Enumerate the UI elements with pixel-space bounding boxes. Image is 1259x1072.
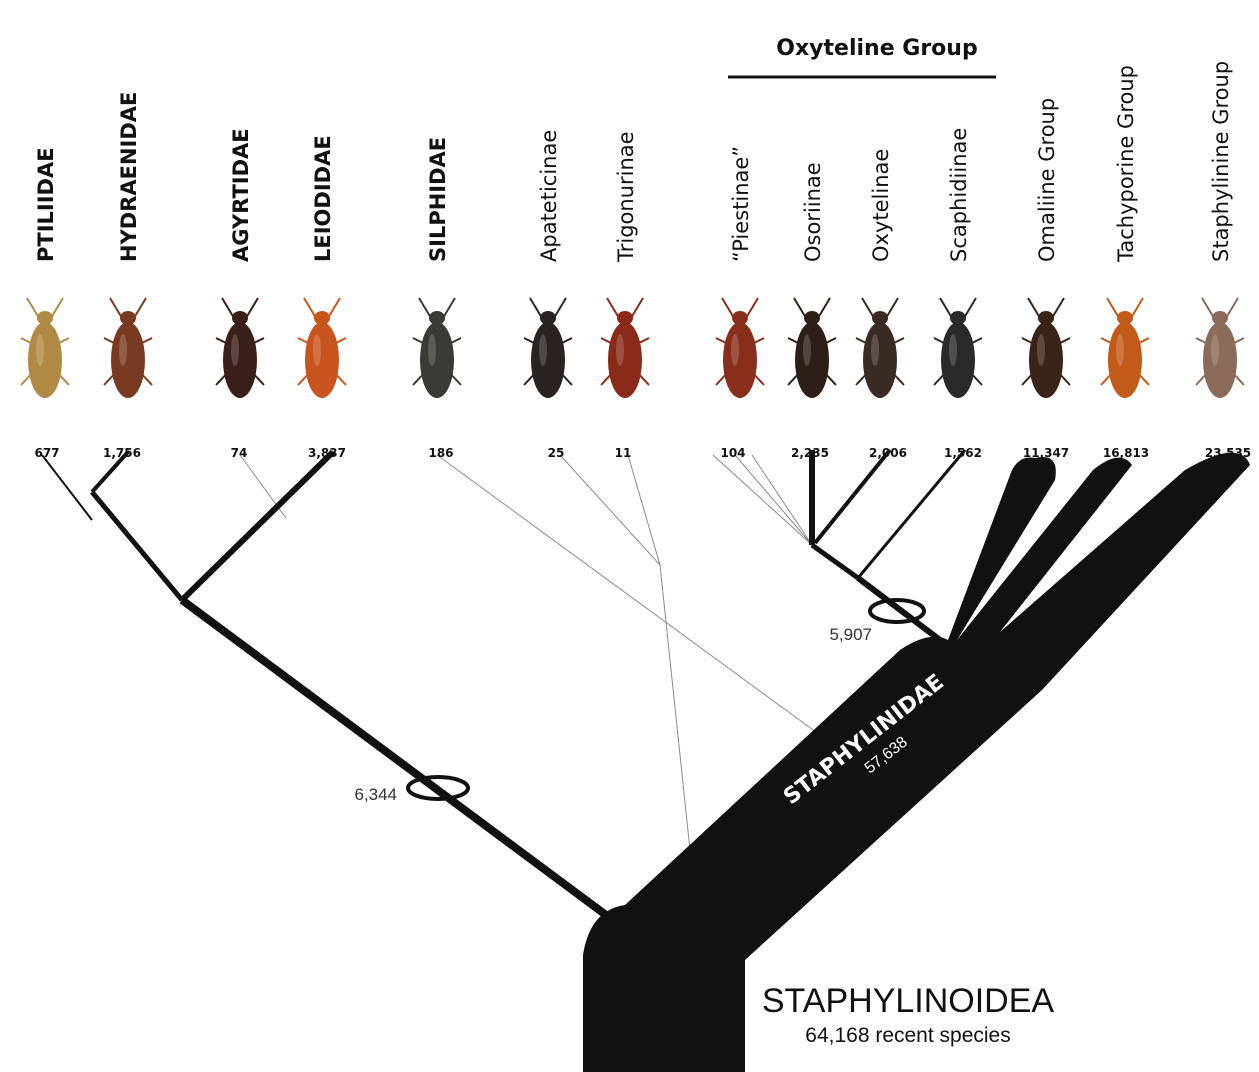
taxon-label: HYDRAENIDAE [117,92,141,262]
root-sublabel: 64,168 recent species [805,1024,1010,1047]
taxon-label: Trigonurinae [614,131,638,263]
beetle-specimen-image [856,298,904,398]
taxon-label: AGYRTIDAE [229,128,253,262]
beetle-specimen-image [1022,298,1070,398]
beetle-body [305,322,339,398]
branch-piestinae-3 [752,455,812,545]
thin-branches [240,455,820,850]
branch-apat-trig-stem [660,565,690,850]
beetle-body [28,322,62,398]
beetle-specimen-image [413,298,461,398]
beetle-body [795,322,829,398]
taxon-species-count: 1,562 [944,446,982,460]
branch-oxytelinae [815,450,890,543]
taxon-label: “Piestinae” [729,146,753,262]
branch-apateticinae [560,455,660,565]
beetle-body [1029,322,1063,398]
branch-leiodidae [182,452,333,600]
beetle-sheen [1116,334,1124,366]
beetle-specimen-image [524,298,572,398]
taxon-label: SILPHIDAE [426,137,450,262]
taxon-species-count: 16,813 [1103,446,1149,460]
beetle-specimen-image [298,298,346,398]
beetle-specimen-image [1101,298,1149,398]
taxon-label: PTILIIDAE [34,147,58,262]
taxon-label: Omaliine Group [1035,98,1059,262]
taxon-species-count: 11,347 [1023,446,1069,460]
taxon-label: Scaphidiinae [947,128,971,262]
beetle-body [941,322,975,398]
beetle-specimen-image [788,298,836,398]
taxon-species-count: 23,535 [1205,446,1251,460]
taxon-label: Apateticinae [537,130,561,262]
node-count-5907: 5,907 [829,625,872,644]
branch-silphidae [437,455,820,735]
beetle-specimen-image [1196,298,1244,398]
beetle-body [608,322,642,398]
beetle-sheen [119,334,127,366]
beetle-body [531,322,565,398]
taxon-label: Oxytelinae [869,149,893,262]
taxon-species-count: 186 [428,446,453,460]
beetle-sheen [231,334,239,366]
branch-piestinae-2 [735,455,812,545]
branch-ptil-hydr-stem [92,492,182,600]
beetle-sheen [539,334,547,366]
beetle-body [223,322,257,398]
beetle-specimen-image [601,298,649,398]
beetle-sheen [616,334,624,366]
taxon-species-count: 2,006 [869,446,907,460]
beetle-sheen [1211,334,1219,366]
beetle-body [723,322,757,398]
taxon-species-count: 11 [615,446,632,460]
taxon-species-count: 677 [34,446,59,460]
beetle-sheen [803,334,811,366]
beetle-body [420,322,454,398]
taxon-species-count: 2,235 [791,446,829,460]
oxyteline-group-label: Oxyteline Group [776,36,977,61]
beetle-body [1108,322,1142,398]
beetle-sheen [871,334,879,366]
branch-ptiliidae [42,455,92,520]
beetle-sheen [949,334,957,366]
taxon-label: Tachyporine Group [1114,65,1138,263]
root-label: STAPHYLINOIDEA [762,982,1055,1020]
beetle-sheen [36,334,44,366]
taxa-layer: PTILIIDAE 677 HYDRAENIDAE 1,756 AGYRTIDAE 74 L… [21,61,1251,460]
beetle-sheen [731,334,739,366]
taxon-label: Osoriinae [801,162,825,262]
taxon-species-count: 25 [548,446,565,460]
beetle-specimen-image [104,298,152,398]
taxon-label: Staphylinine Group [1209,61,1233,262]
branch-trigonurinae [628,455,660,565]
beetle-sheen [428,334,436,366]
node-count-6344: 6,344 [354,785,397,804]
beetle-body [863,322,897,398]
staphylinidae-trunk [583,453,1250,1072]
beetle-specimen-image [216,298,264,398]
beetle-body [1203,322,1237,398]
taxon-label: LEIODIDAE [311,135,335,262]
taxon-species-count: 1,756 [103,446,141,460]
beetle-specimen-image [21,298,69,398]
taxon-species-count: 74 [231,446,248,460]
branch-osor-oxyt-stem [812,545,858,578]
taxon-species-count: 104 [720,446,745,460]
branch-piestinae-1 [713,455,812,545]
beetle-sheen [1037,334,1045,366]
taxon-species-count: 3,837 [308,446,346,460]
beetle-specimen-image [716,298,764,398]
beetle-body [111,322,145,398]
beetle-sheen [313,334,321,366]
branch-outgroup-stem [182,600,610,918]
beetle-specimen-image [934,298,982,398]
